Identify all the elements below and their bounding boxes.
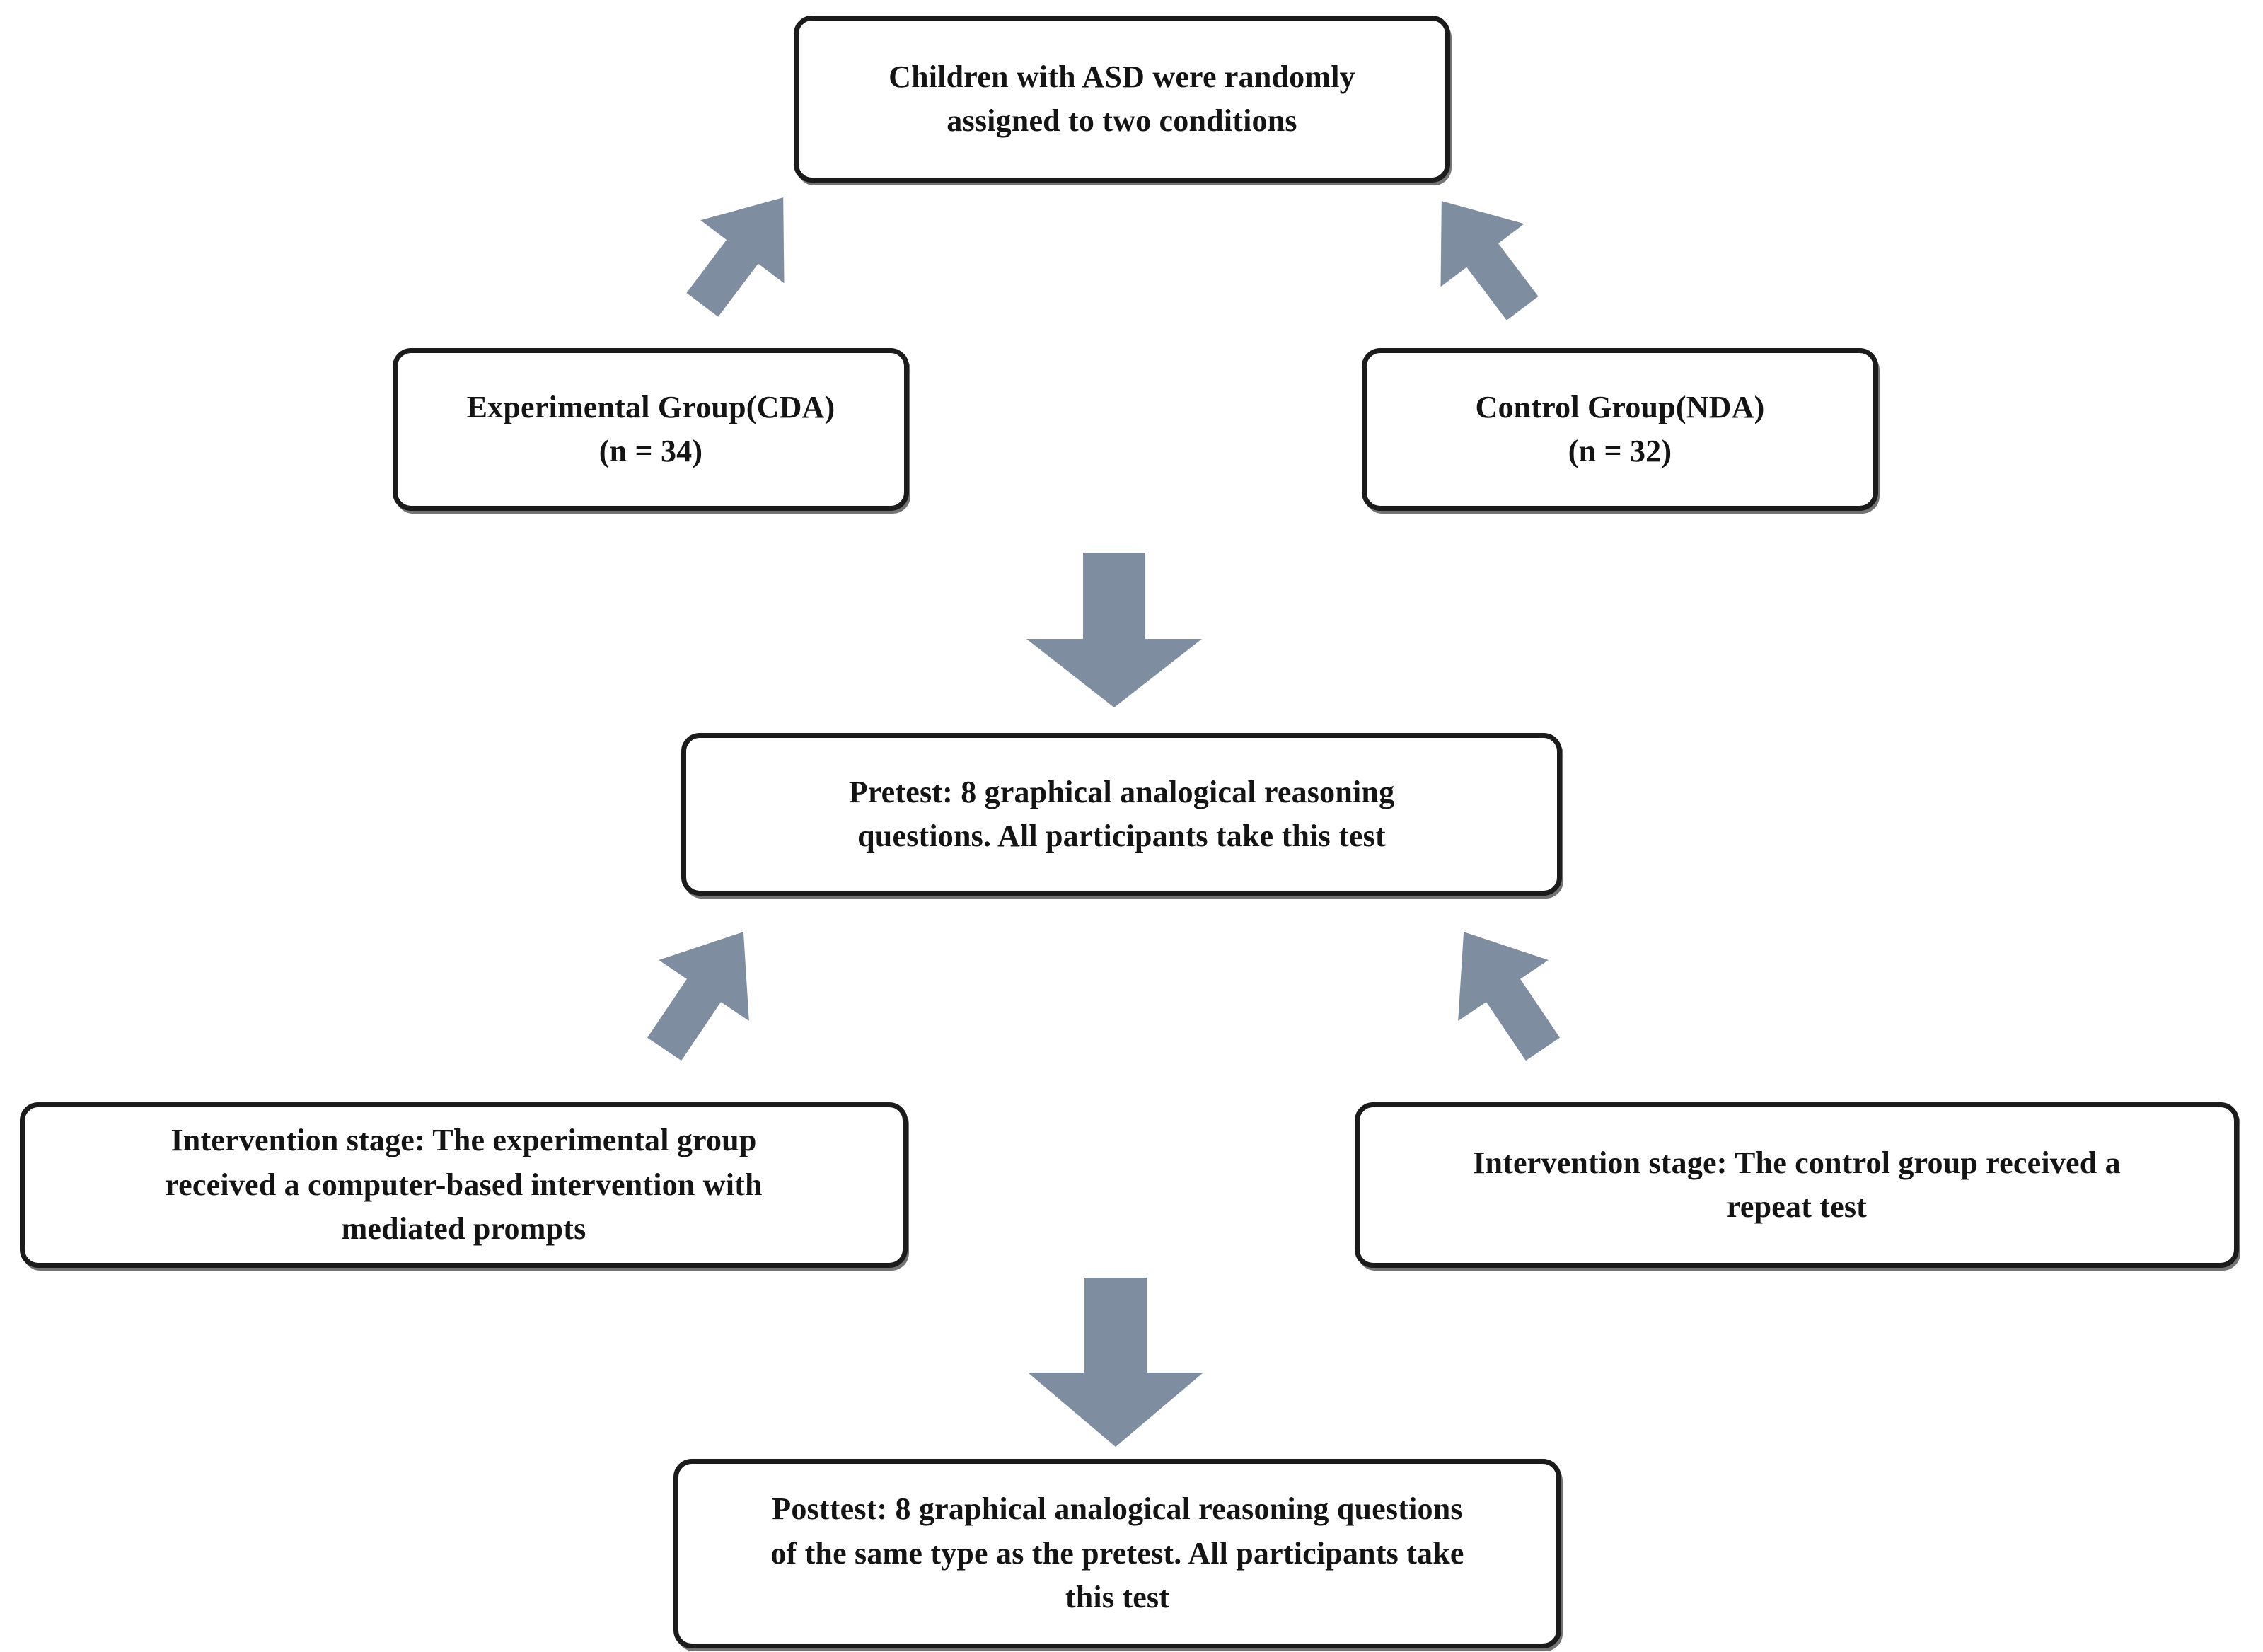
arrow-root-to-experimental [665,177,821,325]
node-root: Children with ASD were randomly assigned… [794,16,1450,183]
node-pretest-label: Pretest: 8 graphical analogical reasonin… [848,774,1395,853]
arrow-groups-to-pretest-shape [1026,553,1202,707]
node-experimental-group: Experimental Group(CDA) (n = 34) [393,348,909,511]
node-posttest: Posttest: 8 graphical analogical reasoni… [673,1459,1561,1648]
node-experimental-group-label: Experimental Group(CDA) (n = 34) [466,389,835,468]
node-intervention-control-label: Intervention stage: The control group re… [1473,1145,2121,1224]
node-posttest-label: Posttest: 8 graphical analogical reasoni… [770,1491,1464,1615]
node-control-group-label: Control Group(NDA) (n = 32) [1475,389,1765,468]
node-pretest: Pretest: 8 graphical analogical reasonin… [681,733,1562,896]
arrow-root-to-control [1404,180,1560,329]
arrow-intervention-to-posttest [1024,1273,1208,1450]
node-intervention-experimental-label: Intervention stage: The experimental gro… [165,1123,763,1247]
arrow-root-to-experimental-shape [686,197,785,317]
node-control-group: Control Group(NDA) (n = 32) [1362,348,1878,511]
arrow-root-to-control-shape [1440,201,1539,320]
arrow-groups-to-pretest [1022,548,1206,711]
node-intervention-experimental: Intervention stage: The experimental gro… [20,1102,908,1268]
node-intervention-control: Intervention stage: The control group re… [1355,1102,2239,1268]
arrow-pretest-to-intervention-experimental [623,913,785,1068]
arrow-pretest-to-intervention-experimental-shape [647,932,749,1061]
arrow-pretest-to-intervention-control-shape [1458,932,1560,1061]
node-root-label: Children with ASD were randomly assigned… [889,59,1355,138]
arrow-intervention-to-posttest-shape [1028,1278,1203,1447]
arrow-pretest-to-intervention-control [1422,913,1585,1068]
